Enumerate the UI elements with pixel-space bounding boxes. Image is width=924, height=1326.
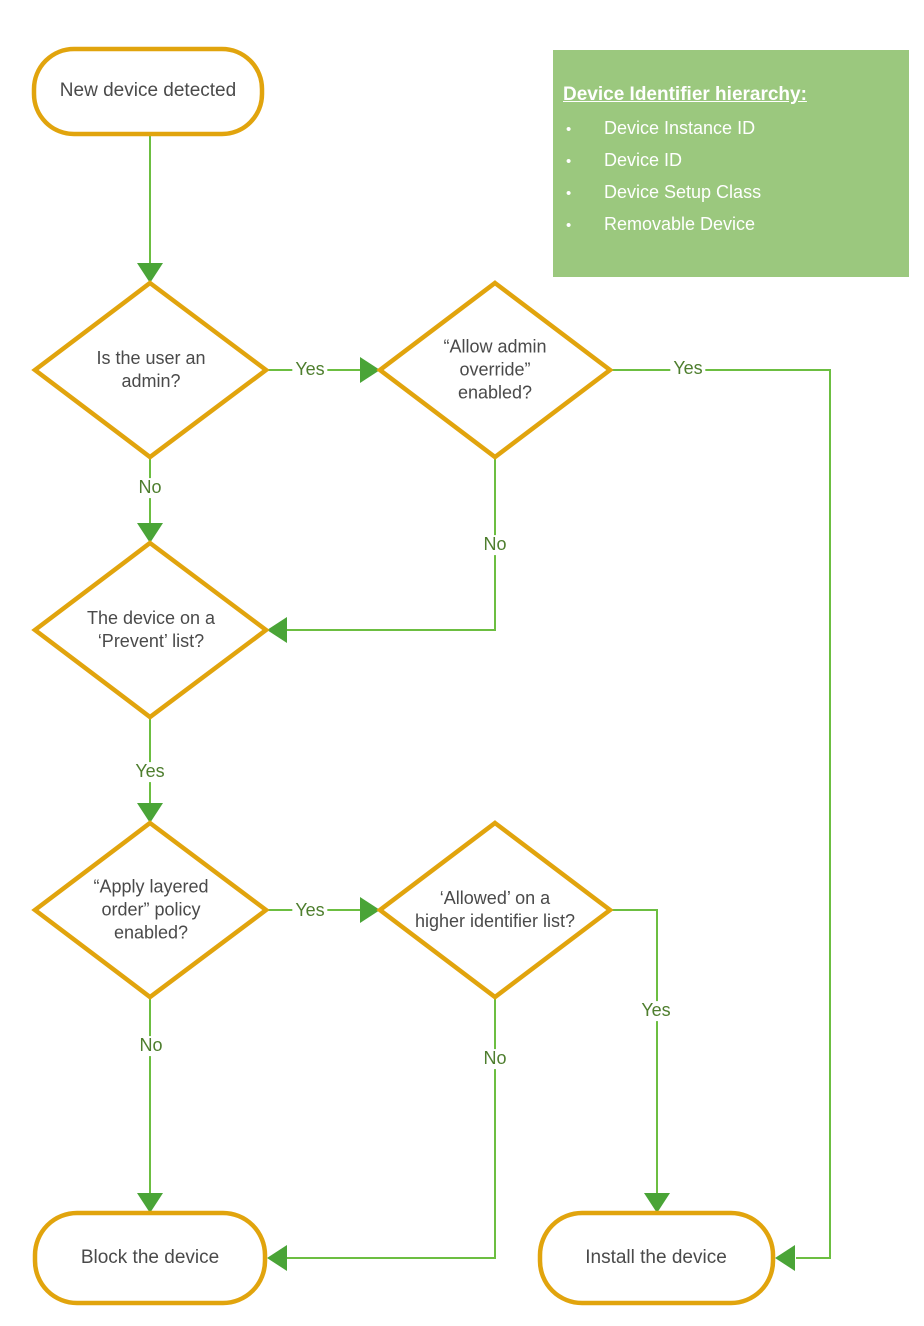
decision-prevent-shape — [31, 540, 270, 720]
decision-admin-shape — [31, 280, 270, 460]
decision-prevent-label: The device on a ‘Prevent’ list? — [86, 607, 216, 651]
edge-label-layered-yes: Yes — [292, 900, 328, 921]
decision-allowed-label: ‘Allowed’ on a higher identifier list? — [414, 887, 576, 931]
edge-label-admin-yes: Yes — [292, 359, 328, 380]
decision-override-shape — [376, 280, 614, 460]
legend-item-label: Device Instance ID — [604, 118, 756, 138]
legend-item: • Device Instance ID — [563, 113, 899, 145]
legend-title: Device Identifier hierarchy: — [563, 84, 807, 105]
decision-override-label: “Allow admin override” enabled? — [443, 336, 547, 403]
block-node-label: Block the device — [80, 1246, 220, 1268]
edge-label-override-yes: Yes — [670, 358, 706, 379]
bullet-icon: • — [566, 121, 572, 138]
edge-allowed-install-arrowhead — [644, 1193, 670, 1213]
decision-layered-label: “Apply layered order” policy enabled? — [93, 876, 209, 943]
device-identifier-hierarchy-legend: Device Identifier hierarchy: • Device In… — [553, 50, 909, 277]
legend-item: • Removable Device — [563, 209, 899, 241]
edge-layered-allowed-arrowhead — [360, 897, 380, 923]
edge-label-layered-no: No — [136, 1035, 166, 1056]
decision-layered-shape — [31, 820, 270, 1000]
edge-label-admin-no: No — [135, 477, 165, 498]
legend-item: • Device Setup Class — [563, 177, 899, 209]
edge-override-install-line — [610, 369, 831, 1259]
legend-item-label: Removable Device — [604, 214, 756, 234]
install-node-label: Install the device — [585, 1246, 727, 1268]
edge-override-prevent-line — [287, 457, 496, 631]
edge-admin-override-arrowhead — [360, 357, 380, 383]
edge-prevent-layered-arrowhead — [137, 803, 163, 823]
block-node-shape — [32, 1210, 268, 1306]
bullet-icon: • — [566, 217, 572, 234]
edge-label-prevent-yes: Yes — [132, 761, 168, 782]
edge-layered-block-arrowhead — [137, 1193, 163, 1213]
edge-allowed-install-line — [610, 909, 658, 1194]
edge-override-prevent-arrowhead — [267, 617, 287, 643]
edge-label-allowed-no: No — [480, 1048, 510, 1069]
decision-allowed-shape — [376, 820, 614, 1000]
start-node-label: New device detected — [59, 79, 237, 101]
edge-allowed-block-arrowhead — [267, 1245, 287, 1271]
install-node-shape — [537, 1210, 776, 1306]
bullet-icon: • — [566, 153, 572, 170]
edge-admin-prevent-arrowhead — [137, 523, 163, 543]
edge-label-override-no: No — [480, 534, 510, 555]
decision-admin-label: Is the user an admin? — [96, 347, 206, 391]
start-node-shape — [31, 46, 265, 137]
legend-item: • Device ID — [563, 145, 899, 177]
edge-start-admin-arrowhead — [137, 263, 163, 283]
edge-allowed-block-line — [287, 997, 496, 1259]
edge-label-allowed-yes: Yes — [638, 1000, 674, 1021]
legend-item-label: Device Setup Class — [604, 182, 762, 202]
bullet-icon: • — [566, 185, 572, 202]
edge-override-install-arrowhead — [775, 1245, 795, 1271]
legend-item-label: Device ID — [604, 150, 683, 170]
